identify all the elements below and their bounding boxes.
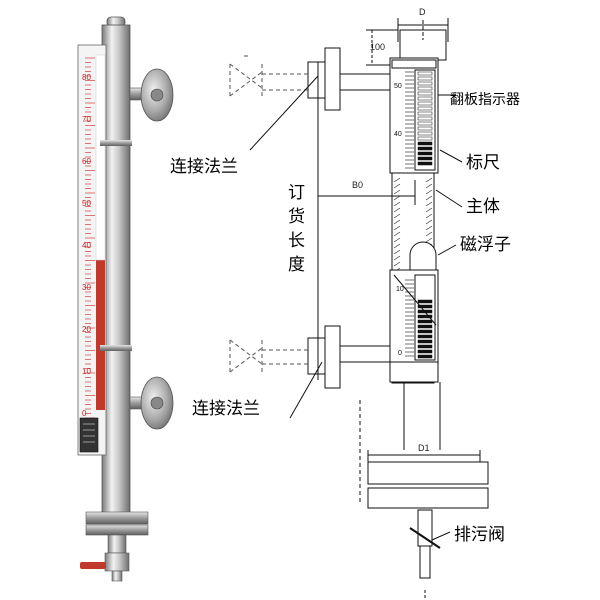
- bottom-flange: [85, 511, 149, 525]
- drawing-float: [409, 241, 437, 271]
- photo-scale-label: 40: [82, 241, 91, 250]
- drain-valve-handle: [80, 562, 106, 569]
- photo-scale-label: 20: [82, 325, 91, 334]
- dim-b0: B0: [352, 180, 363, 190]
- indicator-white-column: [95, 54, 106, 261]
- label-order-length-3: 长: [288, 231, 305, 251]
- photo-scale-label: 80: [82, 73, 91, 82]
- label-order-length-1: 订: [288, 183, 305, 203]
- drawing-bottom-flange-lower: [367, 487, 489, 509]
- drawing-bottom-block: [389, 361, 439, 383]
- technical-drawing: [229, 18, 489, 598]
- label-indicator: 翻板指示器: [450, 92, 520, 108]
- dim-d: D: [419, 7, 426, 17]
- drawing-scale-40: 40: [394, 131, 402, 138]
- label-scale: 标尺: [466, 153, 500, 173]
- clamp-top: [100, 140, 132, 146]
- photo-scale-labels: 80 70 60 50 40 30 20 10 0: [82, 73, 91, 418]
- label-drain-valve: 排污阀: [454, 525, 505, 545]
- dim-d1: D1: [418, 443, 430, 453]
- label-flange-bottom: 连接法兰: [192, 399, 260, 419]
- drawing-flaps: [417, 71, 433, 166]
- main-tube: [101, 24, 131, 516]
- label-body: 主体: [466, 197, 500, 217]
- nameplate: [79, 417, 99, 453]
- drawing-lower-flaps: [417, 299, 433, 359]
- clamp-mid: [100, 345, 132, 351]
- drawing-bottom-flange-upper: [367, 461, 489, 485]
- drawing-top-flange: [324, 47, 341, 111]
- drawing-lower-scale-ticks: [405, 279, 414, 357]
- indicator-red-column: [96, 260, 105, 410]
- drawing-top-scale-ticks: [405, 71, 414, 169]
- drawing-scale-50: 50: [394, 83, 402, 90]
- label-order-length-2: 货: [288, 207, 305, 227]
- drawing-scale-10: 10: [396, 286, 404, 293]
- photo-scale-label: 0: [82, 409, 87, 418]
- photo-scale-label: 30: [82, 283, 91, 292]
- label-order-length-4: 度: [288, 255, 305, 275]
- label-flange-top: 连接法兰: [170, 157, 238, 177]
- gauge-photo: 80 70 60 50 40 30 20 10 0: [77, 16, 174, 582]
- photo-scale-label: 70: [82, 115, 91, 124]
- drawing-scale-0: 0: [398, 350, 402, 357]
- dim-100: 100: [370, 42, 385, 52]
- bottom-flange-lower: [85, 524, 149, 536]
- drain-valve-body: [104, 552, 130, 572]
- label-float: 磁浮子: [460, 235, 511, 255]
- drawing-bottom-side-flange: [324, 325, 341, 389]
- photo-scale-label: 60: [82, 157, 91, 166]
- photo-scale-label: 10: [82, 367, 91, 376]
- photo-scale-label: 50: [82, 199, 91, 208]
